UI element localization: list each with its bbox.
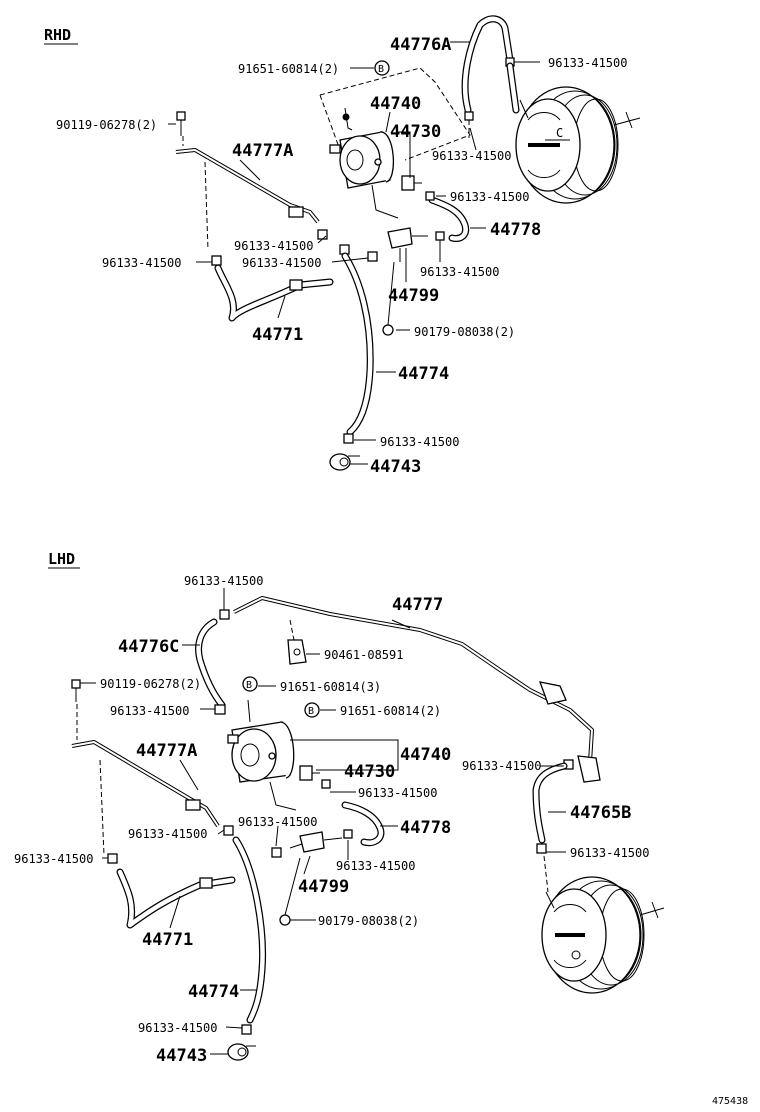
rhd-title: RHD: [44, 26, 71, 44]
lhd-label-44743: 44743: [156, 1046, 207, 1066]
lhd-b-mark-1: [242, 676, 258, 692]
rhd-label-96133-e: 96133-41500: [102, 256, 181, 270]
rhd-label-96133-a: 96133-41500: [548, 56, 627, 70]
lhd-label-44774: 44774: [188, 982, 239, 1002]
lhd-label-96133-j: 96133-41500: [138, 1021, 217, 1035]
lhd-label-90461: 90461-08591: [324, 648, 403, 662]
lhd-clamp-90461: [287, 639, 307, 665]
svg-text:B: B: [308, 706, 314, 717]
rhd-label-44774: 44774: [398, 364, 449, 384]
rhd-label-96133-c: 96133-41500: [450, 190, 529, 204]
rhd-label-96133-h: 96133-41500: [380, 435, 459, 449]
rhd-hose-44776A: [461, 15, 514, 114]
lhd-label-96133-b: 96133-41500: [110, 704, 189, 718]
lhd-brake-booster: [541, 876, 665, 994]
rhd-label-44743: 44743: [370, 457, 421, 477]
lhd-section: LHD: [14, 550, 665, 1066]
svg-text:B: B: [246, 680, 252, 691]
rhd-canister-44740: [329, 107, 399, 219]
rhd-canister-dashed-outline: [319, 67, 471, 161]
lhd-label-96133-i: 96133-41500: [336, 859, 415, 873]
lhd-title: LHD: [48, 550, 75, 568]
rhd-label-91651: 91651-60814(2): [238, 62, 339, 76]
rhd-clip-90179: [382, 324, 394, 336]
figure-id: 475438: [712, 1096, 748, 1107]
lhd-fitting-44799: [271, 831, 343, 858]
rhd-label-44777A: 44777A: [232, 141, 293, 161]
lhd-valve-44730: [299, 765, 320, 781]
lhd-label-91651-2: 91651-60814(2): [340, 704, 441, 718]
lhd-label-44771: 44771: [142, 930, 193, 950]
lhd-bolt-90119: [71, 679, 81, 702]
lhd-label-96133-a: 96133-41500: [184, 574, 263, 588]
lhd-label-96133-e: 96133-41500: [238, 815, 317, 829]
rhd-label-44799: 44799: [388, 286, 439, 306]
rhd-bolt-90119: [176, 111, 186, 136]
rhd-b-mark: [374, 60, 390, 76]
lhd-label-96133-d: 96133-41500: [358, 786, 437, 800]
rhd-label-44730: 44730: [390, 122, 441, 142]
rhd-label-96133-f: 96133-41500: [242, 256, 321, 270]
lhd-label-96133-c: 96133-41500: [462, 759, 541, 773]
lhd-label-44776C: 44776C: [118, 637, 179, 657]
rhd-valve-44730: [401, 175, 422, 191]
lhd-clip-90179: [279, 914, 291, 926]
lhd-canister-44740: [227, 699, 297, 811]
lhd-label-90179: 90179-08038(2): [318, 914, 419, 928]
rhd-label-44771: 44771: [252, 325, 303, 345]
lhd-label-44799: 44799: [298, 877, 349, 897]
lhd-label-44777A: 44777A: [136, 741, 197, 761]
rhd-label-44776A: 44776A: [390, 35, 451, 55]
rhd-label-90179: 90179-08038(2): [414, 325, 515, 339]
lhd-label-44740: 44740: [400, 745, 451, 765]
rhd-label-96133-g: 96133-41500: [420, 265, 499, 279]
rhd-label-90119: 90119-06278(2): [56, 118, 157, 132]
lhd-label-44778: 44778: [400, 818, 451, 838]
lhd-label-90119: 90119-06278(2): [100, 677, 201, 691]
lhd-b-mark-2: [304, 702, 320, 718]
lhd-label-44730: 44730: [344, 762, 395, 782]
rhd-label-44778: 44778: [490, 220, 541, 240]
lhd-label-44777: 44777: [392, 595, 443, 615]
rhd-label-96133-d: 96133-41500: [234, 239, 313, 253]
lhd-label-96133-f: 96133-41500: [128, 827, 207, 841]
svg-text:B: B: [378, 64, 384, 75]
rhd-fitting-44743: [329, 453, 360, 471]
rhd-label-44740: 44740: [370, 94, 421, 114]
rhd-section: RHD C: [44, 15, 641, 477]
rhd-fitting-44799: [367, 227, 428, 262]
rhd-brake-booster: C: [515, 86, 641, 204]
rhd-label-96133-b: 96133-41500: [432, 149, 511, 163]
lhd-label-91651-3: 91651-60814(3): [280, 680, 381, 694]
svg-text:C: C: [556, 126, 563, 140]
lhd-label-96133-g: 96133-41500: [570, 846, 649, 860]
lhd-fitting-44743: [227, 1043, 256, 1061]
lhd-label-44765B: 44765B: [570, 803, 631, 823]
lhd-label-96133-h: 96133-41500: [14, 852, 93, 866]
